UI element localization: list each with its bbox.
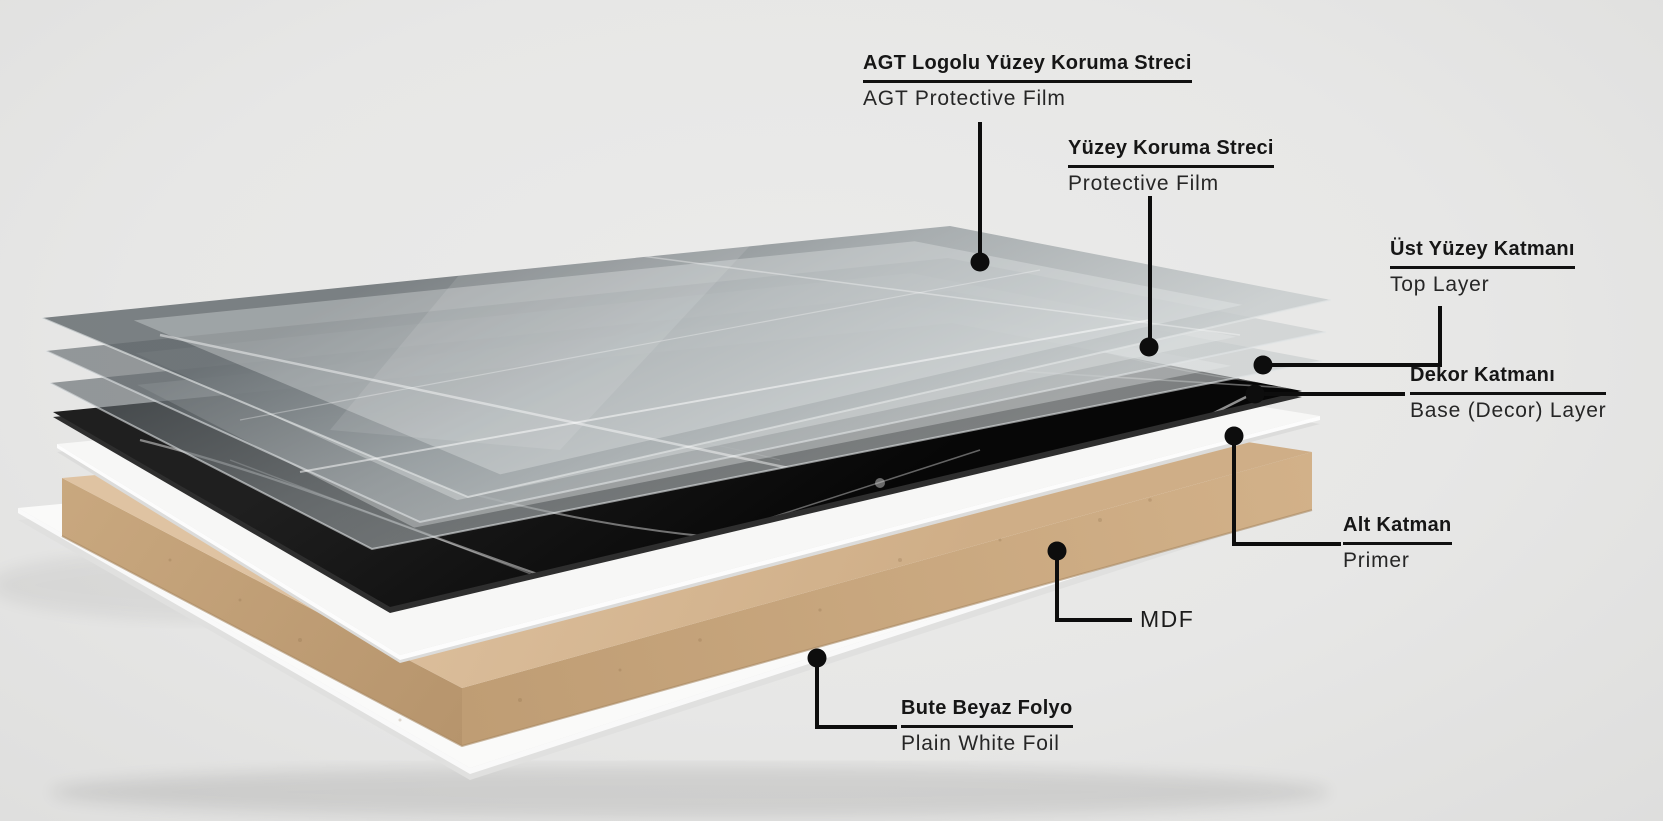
label-primer: Alt Katman Primer bbox=[1343, 514, 1452, 573]
label-mdf: MDF bbox=[1140, 606, 1194, 633]
leader-primer bbox=[1232, 443, 1341, 546]
label-decor-layer-title: Dekor Katmanı bbox=[1410, 364, 1607, 395]
dot-white-foil bbox=[807, 648, 827, 668]
label-top-layer-title: Üst Yüzey Katmanı bbox=[1390, 238, 1575, 269]
dot-agt-film bbox=[970, 252, 990, 272]
label-protective-film-subtitle: Protective Film bbox=[1068, 172, 1219, 195]
label-agt-film-subtitle: AGT Protective Film bbox=[863, 87, 1066, 110]
leader-white-foil bbox=[815, 665, 897, 729]
label-white-foil-title: Bute Beyaz Folyo bbox=[901, 697, 1073, 728]
label-agt-film-title: AGT Logolu Yüzey Koruma Streci bbox=[863, 52, 1192, 83]
label-white-foil: Bute Beyaz Folyo Plain White Foil bbox=[901, 697, 1073, 756]
label-decor-layer: Dekor Katmanı Base (Decor) Layer bbox=[1410, 364, 1607, 423]
label-white-foil-subtitle: Plain White Foil bbox=[901, 732, 1060, 755]
leader-dots bbox=[807, 252, 1273, 668]
leader-mdf bbox=[1055, 558, 1132, 622]
layer-agt-film bbox=[41, 226, 1332, 499]
film-reflections bbox=[159, 235, 1241, 502]
dot-decor-layer bbox=[1245, 384, 1265, 404]
label-top-layer-subtitle: Top Layer bbox=[1390, 273, 1490, 296]
label-primer-subtitle: Primer bbox=[1343, 549, 1410, 572]
dot-mdf bbox=[1047, 541, 1067, 561]
ground-shadow bbox=[50, 766, 1330, 818]
label-decor-layer-subtitle: Base (Decor) Layer bbox=[1410, 399, 1607, 422]
leader-top-layer bbox=[1270, 306, 1442, 367]
dot-primer bbox=[1224, 426, 1244, 446]
dot-protective-film bbox=[1139, 337, 1159, 357]
label-mdf-title: MDF bbox=[1140, 606, 1195, 632]
label-agt-film: AGT Logolu Yüzey Koruma Streci AGT Prote… bbox=[863, 52, 1192, 111]
label-protective-film: Yüzey Koruma Streci Protective Film bbox=[1068, 137, 1274, 196]
label-top-layer: Üst Yüzey Katmanı Top Layer bbox=[1390, 238, 1575, 297]
label-protective-film-title: Yüzey Koruma Streci bbox=[1068, 137, 1274, 168]
dot-top-layer bbox=[1253, 355, 1273, 375]
label-primer-title: Alt Katman bbox=[1343, 514, 1452, 545]
leader-lines bbox=[815, 122, 1442, 729]
